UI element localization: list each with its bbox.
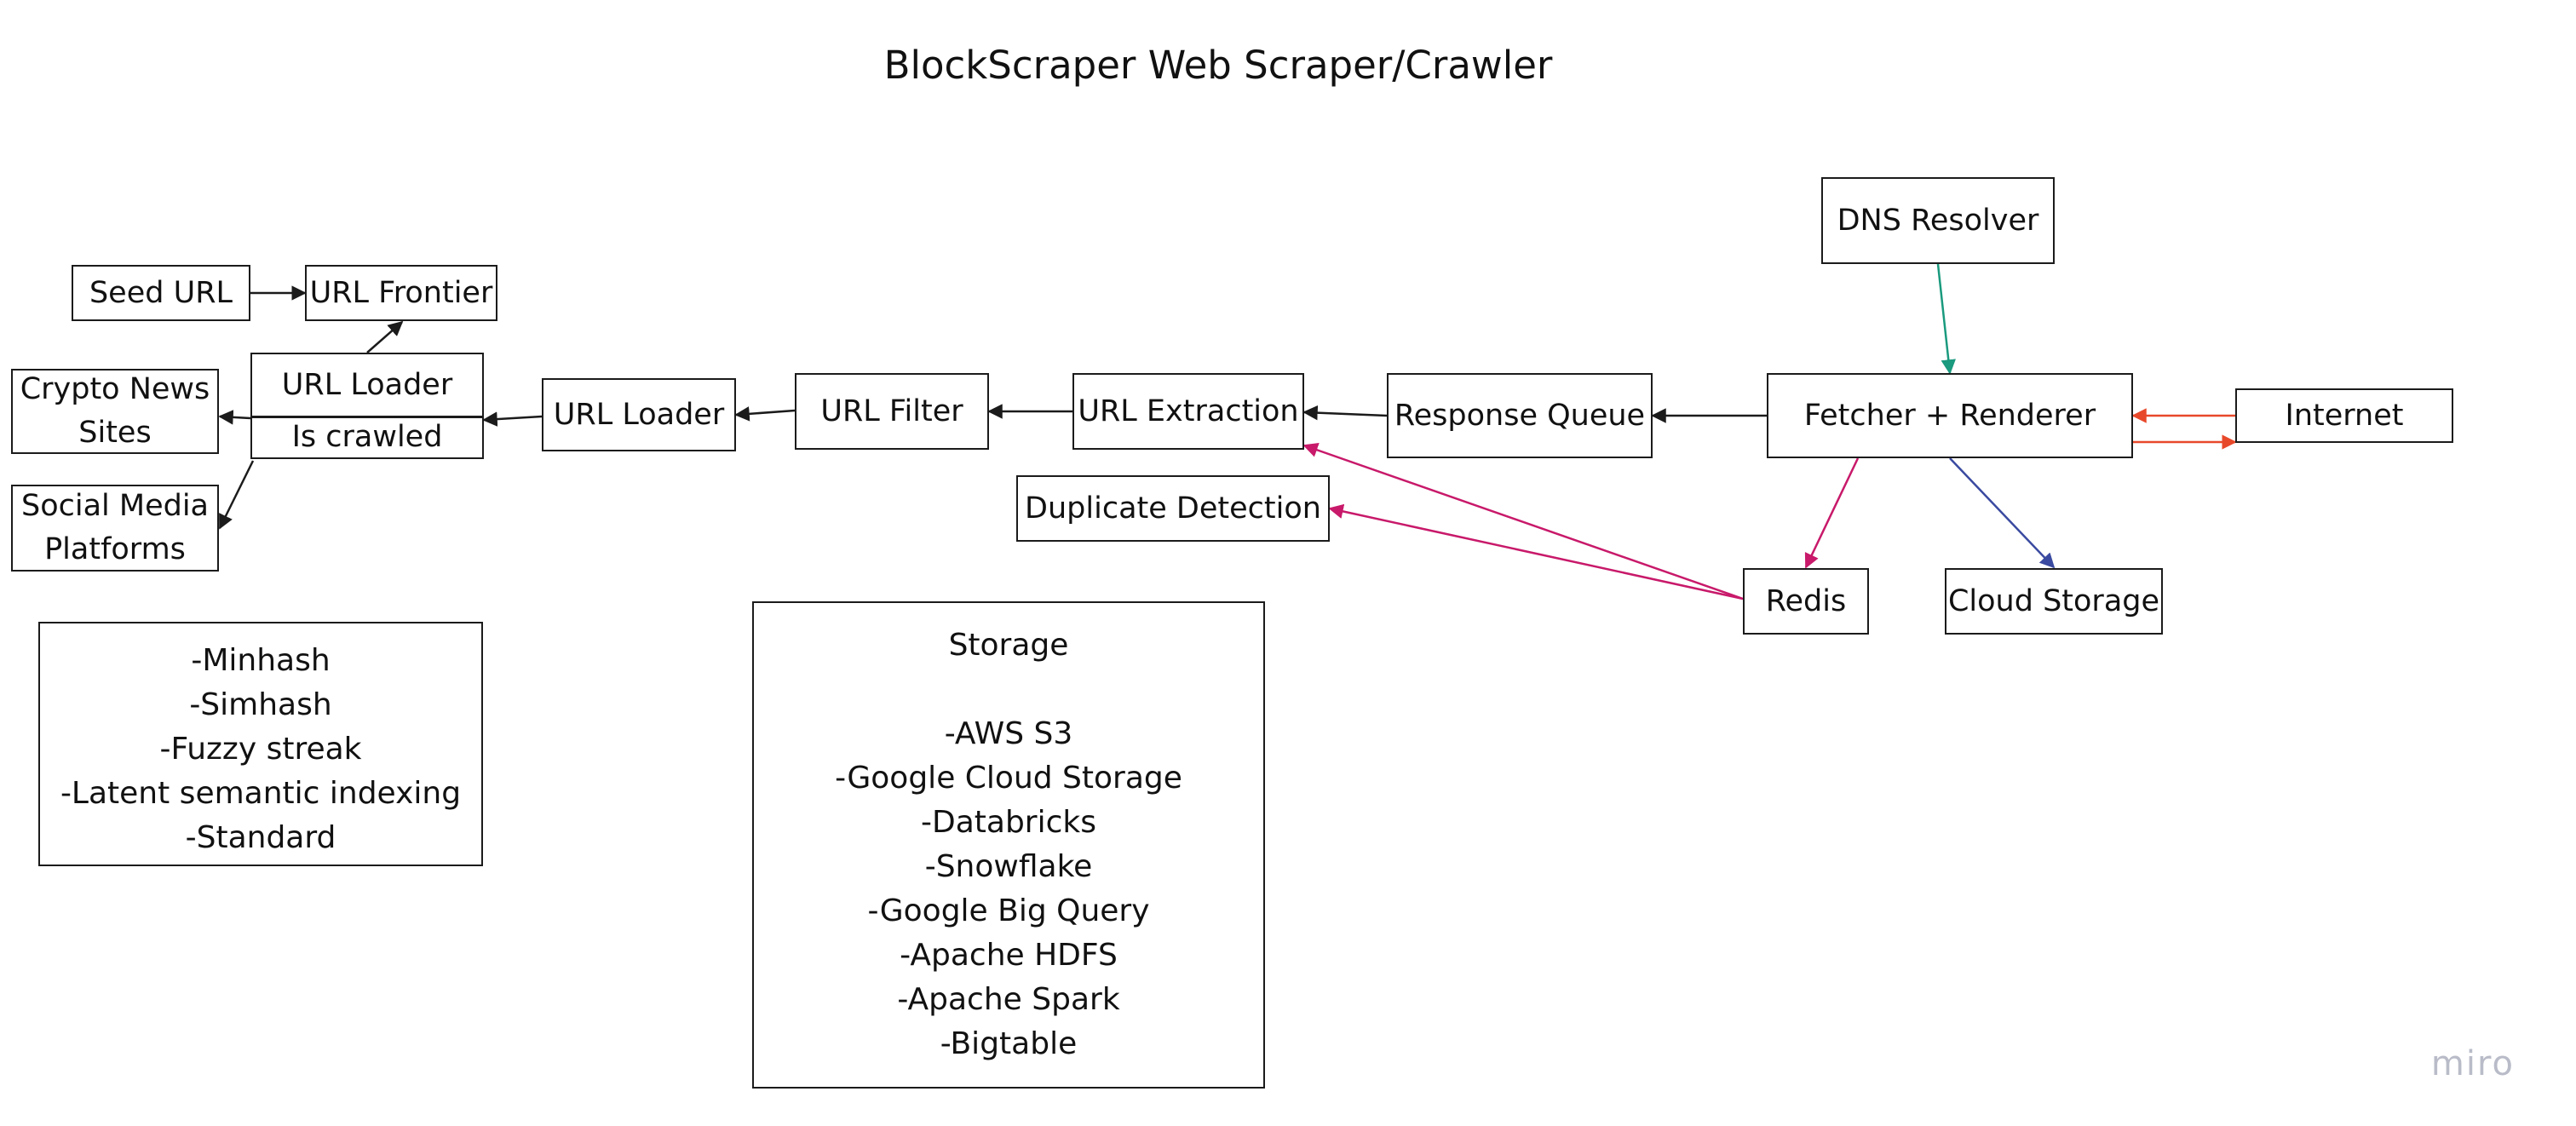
node-url-loader-1-label: URL Loader: [252, 354, 482, 418]
node-social-media-line-1: Social Media: [20, 489, 209, 524]
node-fetcher-renderer[interactable]: Fetcher + Renderer: [1767, 373, 2133, 458]
node-social-media-line-2: Platforms: [44, 532, 186, 566]
node-crypto-news-line-1: Crypto News: [20, 372, 210, 407]
node-dns-resolver-label: DNS Resolver: [1837, 203, 2039, 238]
dedup-methods-box[interactable]: -Minhash -Simhash -Fuzzy streak -Latent …: [38, 622, 483, 866]
node-duplicate-detection[interactable]: Duplicate Detection: [1016, 475, 1330, 542]
storage-heading: Storage: [948, 628, 1069, 663]
edge-url-loader-1-to-url-frontier[interactable]: [366, 320, 404, 353]
edge-url-loader-2-to-url-loader-1[interactable]: [482, 411, 543, 427]
node-cloud-storage-label: Cloud Storage: [1947, 583, 2160, 618]
storage-item: -Google Big Query: [867, 893, 1150, 928]
node-seed-url-label: Seed URL: [89, 275, 233, 310]
node-url-frontier[interactable]: URL Frontier: [305, 265, 497, 321]
edge-response-queue-to-url-extraction[interactable]: [1302, 405, 1388, 421]
edge-redis-to-duplicate-detection[interactable]: [1328, 503, 1744, 600]
dedup-method-item: -Simhash: [189, 687, 332, 722]
node-duplicate-detection-label: Duplicate Detection: [1025, 491, 1321, 526]
node-response-queue-label: Response Queue: [1394, 398, 1646, 433]
storage-item: -AWS S3: [944, 716, 1073, 751]
node-redis[interactable]: Redis: [1743, 568, 1869, 635]
node-cloud-storage[interactable]: Cloud Storage: [1945, 568, 2163, 635]
storage-item: -Apache Spark: [897, 982, 1120, 1017]
node-internet-label: Internet: [2285, 398, 2404, 433]
storage-item: -Google Cloud Storage: [835, 761, 1182, 796]
node-seed-url[interactable]: Seed URL: [72, 265, 250, 321]
dedup-method-item: -Minhash: [191, 643, 331, 678]
edge-url-loader-1-to-crypto-news[interactable]: [218, 410, 251, 425]
storage-item: -Apache HDFS: [900, 938, 1118, 973]
dedup-method-item: -Standard: [185, 820, 336, 855]
storage-item: -Bigtable: [940, 1026, 1078, 1061]
node-url-filter[interactable]: URL Filter: [795, 373, 989, 450]
storage-options-box[interactable]: Storage -AWS S3 -Google Cloud Storage -D…: [752, 601, 1265, 1089]
node-internet[interactable]: Internet: [2235, 388, 2453, 443]
node-crypto-news[interactable]: Crypto News Sites: [11, 369, 219, 454]
node-is-crawled-label: Is crawled: [291, 419, 443, 454]
node-url-loader-1[interactable]: URL Loader Is crawled: [250, 353, 484, 459]
node-redis-label: Redis: [1765, 583, 1847, 618]
edge-url-filter-to-url-loader-2[interactable]: [734, 406, 796, 422]
node-url-extraction[interactable]: URL Extraction: [1072, 373, 1304, 450]
edge-fetcher-renderer-to-redis[interactable]: [1804, 457, 1860, 569]
storage-item: -Databricks: [921, 805, 1096, 840]
storage-item: -Snowflake: [924, 849, 1093, 884]
storage-spacer: [754, 668, 1263, 712]
node-social-media[interactable]: Social Media Platforms: [11, 485, 219, 572]
edge-url-loader-1-to-social-media[interactable]: [218, 460, 255, 530]
node-url-extraction-label: URL Extraction: [1078, 394, 1299, 428]
node-url-filter-label: URL Filter: [820, 394, 963, 428]
dedup-method-item: -Fuzzy streak: [159, 732, 362, 767]
diagram-title: BlockScraper Web Scraper/Crawler: [883, 43, 1553, 88]
node-crypto-news-line-2: Sites: [78, 416, 152, 450]
miro-watermark: miro: [2430, 1044, 2515, 1083]
dedup-method-item: -Latent semantic indexing: [60, 776, 462, 811]
node-url-loader-2[interactable]: URL Loader: [542, 378, 736, 451]
node-response-queue[interactable]: Response Queue: [1387, 373, 1653, 458]
node-url-loader-2-label: URL Loader: [553, 397, 725, 432]
edge-dns-resolver-to-fetcher-renderer[interactable]: [1936, 263, 1956, 375]
edge-redis-to-url-extraction[interactable]: [1302, 442, 1744, 600]
node-fetcher-renderer-label: Fetcher + Renderer: [1803, 398, 2096, 433]
node-url-frontier-label: URL Frontier: [309, 275, 493, 310]
node-dns-resolver[interactable]: DNS Resolver: [1821, 177, 2055, 264]
edge-fetcher-renderer-to-cloud-storage[interactable]: [1949, 457, 2056, 569]
